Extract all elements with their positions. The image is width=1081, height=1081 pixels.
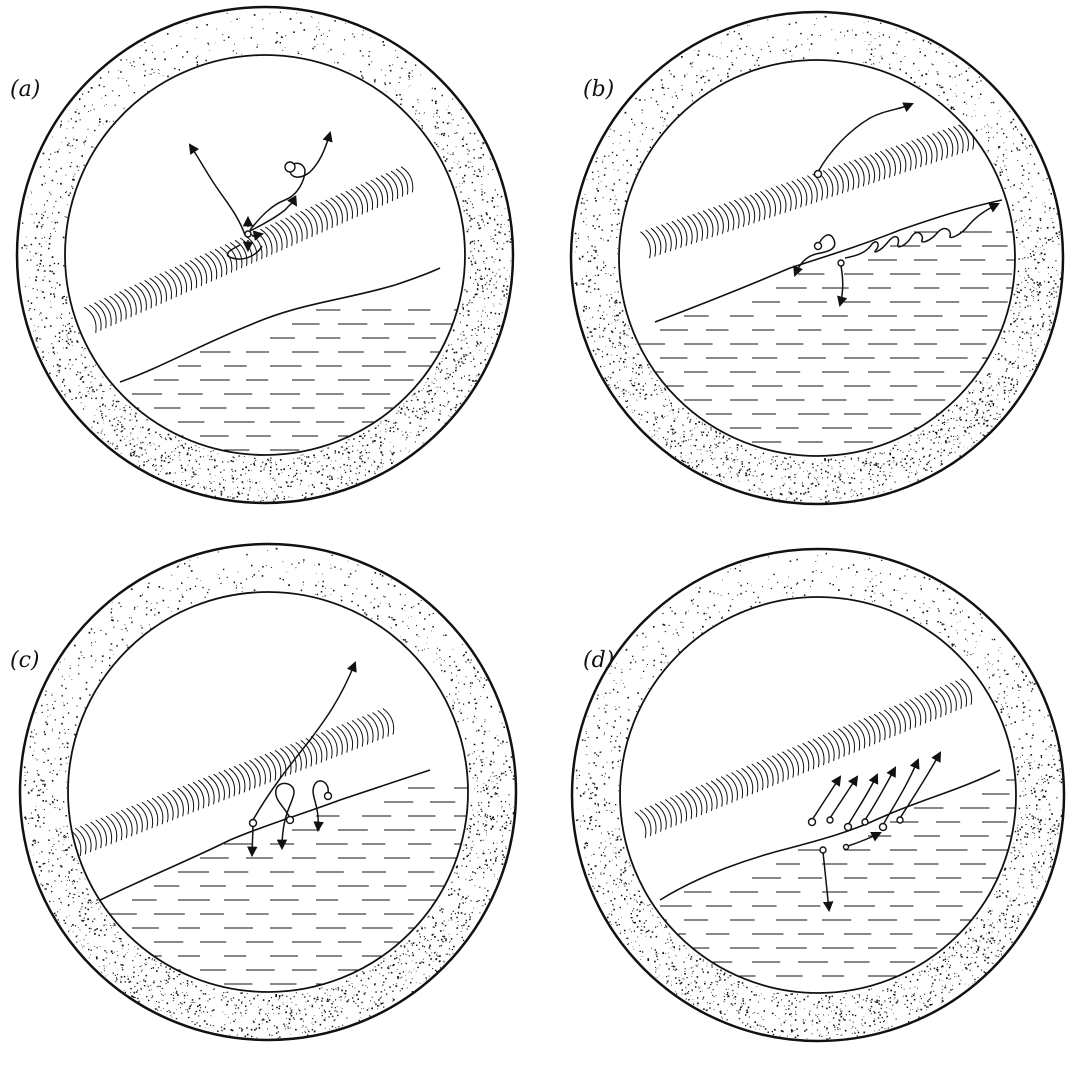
crest-strokes [635,679,972,838]
particle-marker [250,820,257,827]
outer-rim [572,549,1064,1041]
wave-crest [635,679,972,838]
water-hatching [40,788,1081,984]
shoreline [660,770,1000,900]
inner-rim [65,55,465,455]
inner-rim [68,592,468,992]
panel-a: (a) [10,7,1081,503]
water-hatching [40,780,1081,976]
panel-label: (b) [583,77,614,102]
particle-marker [897,817,903,823]
particle-paths [795,104,998,305]
stippled-ring [576,553,1063,1040]
shoreline [90,770,430,905]
particle-marker [845,824,852,831]
particle-marker [287,817,294,824]
inner-rim [619,60,1015,456]
crest-strokes [65,709,394,859]
water-dashes [40,310,1081,450]
particle-marker [820,847,826,853]
particle-marker [815,171,822,178]
water-dashes [40,232,1081,442]
water-hatching [40,310,1081,450]
wave-crest [641,123,974,258]
particle-marker [245,231,251,237]
panel-label: (d) [583,648,614,673]
panel-label: (a) [10,77,40,102]
water-hatching [40,232,1081,442]
outer-rim [571,12,1063,504]
water-dashes [40,780,1081,976]
particle-marker [844,845,849,850]
particle-paths [190,133,330,259]
shoreline [120,268,440,382]
crest-strokes [641,123,974,258]
shoreline [655,200,1002,322]
particle-marker [809,819,816,826]
particle-marker [838,260,844,266]
particle-paths [812,753,940,910]
particle-marker [880,824,887,831]
panel-label: (c) [10,648,40,673]
outer-rim [17,7,513,503]
particle-marker [827,817,833,823]
particle-marker [285,162,295,172]
outer-rim [20,544,516,1040]
particle-marker [815,243,822,250]
water-dashes [40,788,1081,984]
particle-marker [862,819,868,825]
wave-crest [65,709,394,859]
panel-b: (b) [40,12,1081,504]
panel-c: (c) [10,544,1081,1040]
stipple-dots [576,553,1063,1040]
particle-marker [325,793,332,800]
panel-d: (d) [40,549,1081,1041]
